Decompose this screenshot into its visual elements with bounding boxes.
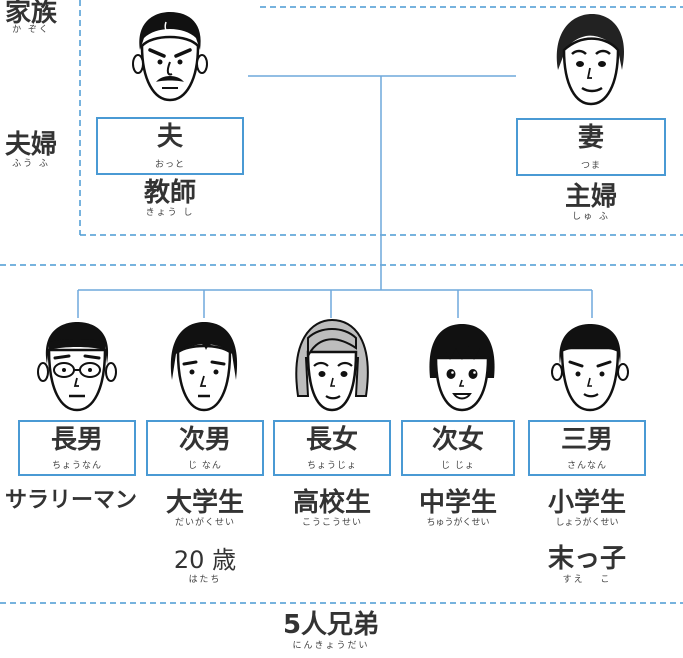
role-child-1-kana: ちょうなん <box>51 461 102 471</box>
box-child-5: 三男 さんなん <box>528 420 646 476</box>
box-husband: 夫 おっと <box>96 117 244 175</box>
role-husband: 夫 <box>156 122 183 152</box>
extra-child-2-kana: はたち <box>188 575 222 585</box>
label-family: 家族 <box>4 0 57 28</box>
second-daughter-face-icon <box>429 324 495 412</box>
role-child-2: 次男 <box>178 425 231 455</box>
third-son-face-icon <box>551 324 629 412</box>
box-child-4: 次女 じ じょ <box>401 420 515 476</box>
role-child-4: 次女 <box>431 425 484 455</box>
desc-child-1: サラリーマン <box>4 488 137 513</box>
extra-child-2: 20 歳 <box>173 546 237 574</box>
father-face-icon <box>132 12 208 102</box>
eldest-son-face-icon <box>37 322 117 412</box>
role-child-3: 長女 <box>305 425 358 455</box>
job-wife: 主婦 <box>564 182 617 212</box>
role-child-3-kana: ちょうじょ <box>306 461 357 471</box>
role-child-5: 三男 <box>560 425 613 455</box>
job-husband: 教師 <box>143 178 196 208</box>
desc-child-3: 高校生 <box>292 488 371 518</box>
extra-child-5-kana: すえ こ <box>562 575 612 585</box>
second-son-face-icon <box>170 322 238 412</box>
desc-child-4-kana: ちゅうがくせい <box>426 518 490 528</box>
eldest-daughter-face-icon <box>295 318 369 412</box>
label-siblings-kana: にんきょうだい <box>292 641 370 651</box>
label-siblings: 5人兄弟 <box>282 610 380 640</box>
box-child-2: 次男 じ なん <box>146 420 264 476</box>
box-wife: 妻 つま <box>516 118 666 176</box>
role-wife: 妻 <box>577 123 604 153</box>
role-child-5-kana: さんなん <box>566 461 607 471</box>
mother-face-icon <box>556 14 625 106</box>
label-couple: 夫婦 <box>4 130 57 160</box>
role-child-2-kana: じ なん <box>188 461 222 471</box>
desc-child-2: 大学生 <box>165 488 244 518</box>
role-husband-kana: おっと <box>154 160 185 170</box>
box-child-1: 長男 ちょうなん <box>18 420 136 476</box>
desc-child-2-kana: だいがくせい <box>174 518 235 528</box>
desc-child-5: 小学生 <box>547 488 626 518</box>
role-child-4-kana: じ じょ <box>441 461 475 471</box>
box-child-3: 長女 ちょうじょ <box>273 420 391 476</box>
desc-child-3-kana: こうこうせい <box>301 518 362 528</box>
desc-child-4: 中学生 <box>418 488 497 518</box>
job-wife-kana: しゅ ふ <box>572 212 610 222</box>
label-couple-kana: ふう ふ <box>12 159 50 169</box>
role-child-1: 長男 <box>50 425 103 455</box>
label-family-kana: か ぞく <box>12 25 50 35</box>
extra-child-5: 末っ子 <box>547 544 626 574</box>
role-wife-kana: つま <box>580 161 601 171</box>
desc-child-5-kana: しょうがくせい <box>555 518 619 528</box>
job-husband-kana: きょう し <box>145 208 195 218</box>
